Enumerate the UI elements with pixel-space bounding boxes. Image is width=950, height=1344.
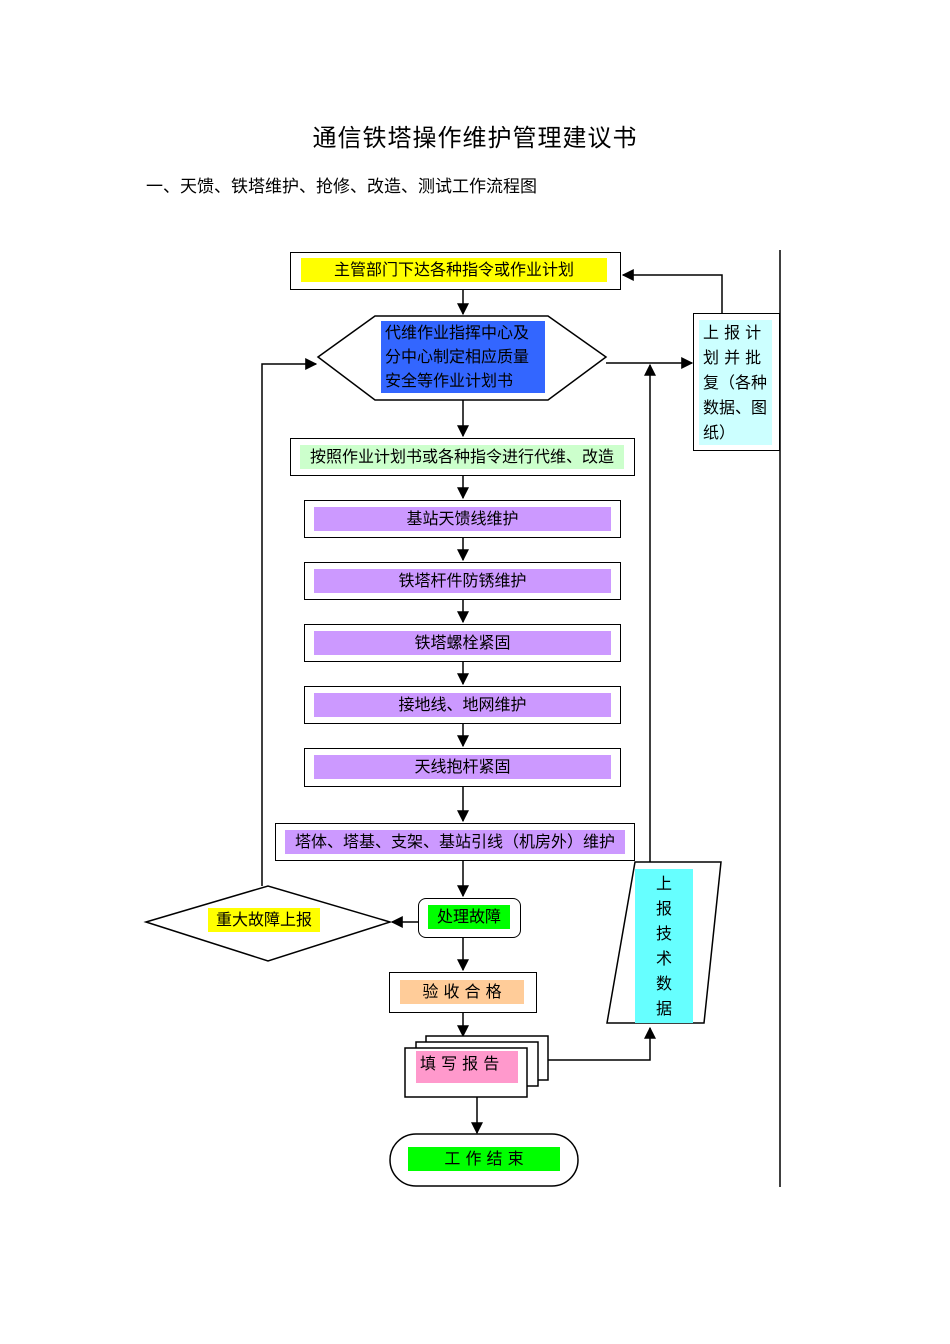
handle-fault-box: 处理故障 xyxy=(418,898,521,938)
arrow-report-to-techdata xyxy=(548,1026,656,1061)
approval-line-4: 数据、图 xyxy=(703,398,768,417)
antenna-feeder-label: 基站天馈线维护 xyxy=(314,507,611,531)
approval-line-3: 复（各种 xyxy=(703,373,768,392)
grounding-box: 接地线、地网维护 xyxy=(304,686,621,724)
directive-label: 主管部门下达各种指令或作业计划 xyxy=(301,258,607,282)
tech-data-char-6: 据 xyxy=(655,999,672,1018)
planning-line-2: 分中心制定相应质量 xyxy=(385,347,530,366)
report-approval-label: 上 报 计 划 并 批 复（各种 数据、图 纸） xyxy=(699,320,772,445)
report-approval-box: 上 报 计 划 并 批 复（各种 数据、图 纸） xyxy=(693,313,780,451)
approval-line-1: 上 报 计 xyxy=(703,323,762,342)
antenna-pole-label: 天线抱杆紧固 xyxy=(314,755,611,779)
tech-data-char-5: 数 xyxy=(655,974,672,993)
rust-prevention-box: 铁塔杆件防锈维护 xyxy=(304,562,621,600)
directive-box: 主管部门下达各种指令或作业计划 xyxy=(290,252,621,290)
acceptance-box: 验 收 合 格 xyxy=(389,972,537,1013)
planning-line-1: 代维作业指挥中心及 xyxy=(385,323,530,342)
tech-data-char-1: 上 xyxy=(655,874,672,893)
tower-structure-label: 塔体、塔基、支架、基站引线（机房外）维护 xyxy=(285,830,625,854)
section-heading: 一、天馈、铁塔维护、抢修、改造、测试工作流程图 xyxy=(146,177,537,197)
tech-data-char-4: 术 xyxy=(655,949,672,968)
approval-line-2: 划 并 批 xyxy=(703,348,762,367)
tech-data-char-3: 技 xyxy=(655,924,672,943)
bolt-fastening-label: 铁塔螺栓紧固 xyxy=(314,631,611,655)
planning-center-label: 代维作业指挥中心及 分中心制定相应质量 安全等作业计划书 xyxy=(381,321,545,393)
tech-data-char-2: 报 xyxy=(655,899,672,918)
execute-label: 按照作业计划书或各种指令进行代维、改造 xyxy=(300,445,624,469)
handle-fault-label: 处理故障 xyxy=(428,905,510,929)
bolt-fastening-box: 铁塔螺栓紧固 xyxy=(304,624,621,662)
execute-box: 按照作业计划书或各种指令进行代维、改造 xyxy=(290,438,635,476)
antenna-pole-box: 天线抱杆紧固 xyxy=(304,748,621,787)
arrow-major-loop-to-plan xyxy=(261,358,318,886)
approval-line-5: 纸） xyxy=(703,423,736,442)
grounding-label: 接地线、地网维护 xyxy=(314,693,611,717)
arrow-approval-to-directive xyxy=(621,269,723,313)
planning-line-3: 安全等作业计划书 xyxy=(385,371,514,390)
major-fault-label: 重大故障上报 xyxy=(208,908,320,932)
document-title: 通信铁塔操作维护管理建议书 xyxy=(312,124,638,152)
end-label: 工 作 结 束 xyxy=(408,1147,560,1171)
tech-data-label: 上 报 技 术 数 据 xyxy=(635,869,693,1023)
tower-structure-box: 塔体、塔基、支架、基站引线（机房外）维护 xyxy=(275,823,635,861)
rust-prevention-label: 铁塔杆件防锈维护 xyxy=(314,569,611,593)
fill-report-label: 填 写 报 告 xyxy=(416,1051,518,1083)
acceptance-label: 验 收 合 格 xyxy=(400,980,524,1004)
antenna-feeder-box: 基站天馈线维护 xyxy=(304,500,621,538)
